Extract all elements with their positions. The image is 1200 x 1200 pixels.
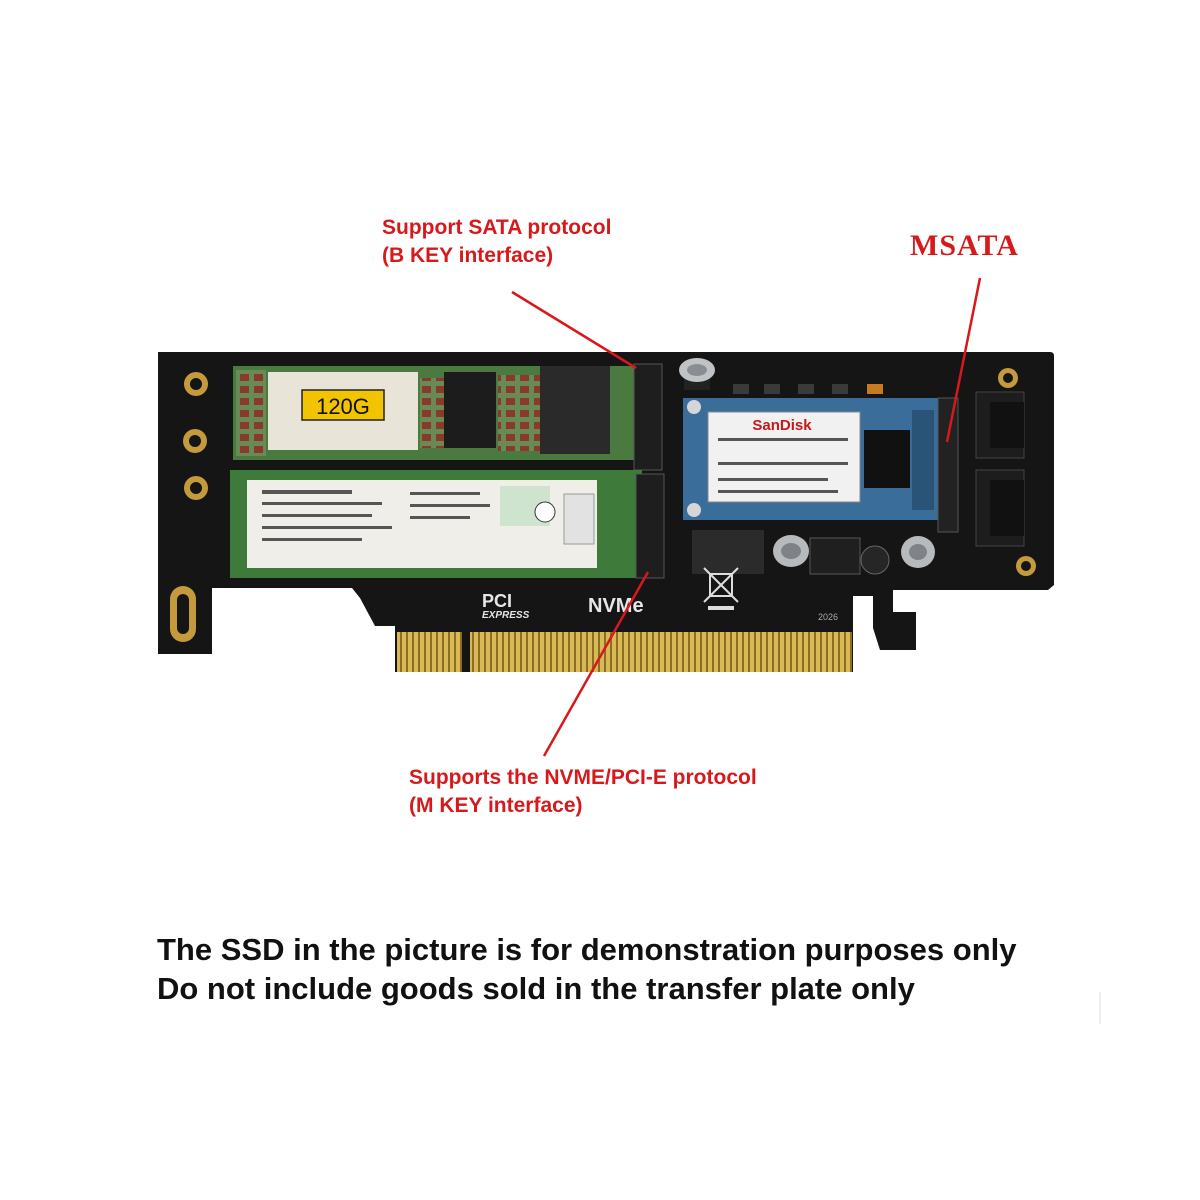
gold-fingers <box>397 632 852 672</box>
board-code: 2026 <box>818 612 838 622</box>
mounting-holes <box>170 368 1036 642</box>
capacitor <box>679 358 715 390</box>
capacitor-pads <box>733 384 883 394</box>
weee-recycle-icon <box>703 567 739 610</box>
nvme-annotation-arrow <box>542 571 650 757</box>
gold-finger-notch <box>462 630 470 672</box>
sata-annotation-arrow <box>511 290 637 370</box>
m2-nvme-ssd <box>230 470 642 578</box>
msata-slot <box>937 397 959 533</box>
msata-annotation-arrow <box>945 277 982 443</box>
msata-ssd: SanDisk <box>683 398 938 520</box>
nvme-annotation-line1: Supports the NVME/PCI-E protocol <box>409 766 757 789</box>
sata-annotation-line2: (B KEY interface) <box>382 244 554 267</box>
m2-sata-ssd: 120G <box>233 366 641 460</box>
pci-express-logo-top: PCI <box>482 591 512 611</box>
nvme-protocol-annotation: Supports the NVME/PCI-E protocol (M KEY … <box>409 764 757 820</box>
m2-b-key-slot <box>633 363 663 471</box>
sata-connectors <box>975 391 1025 547</box>
ssd-capacity-label: 120G <box>316 394 370 419</box>
pci-express-logo-bottom: EXPRESS <box>482 610 530 621</box>
nvme-board-label: NVMe <box>588 595 644 617</box>
msata-annotation: MSATA <box>910 229 1019 262</box>
power-components <box>692 530 935 575</box>
sata-annotation-line1: Support SATA protocol <box>382 216 612 239</box>
m2-m-key-slot <box>635 473 665 579</box>
sata-protocol-annotation: Support SATA protocol (B KEY interface) <box>382 214 611 270</box>
demonstration-notice: The SSD in the picture is for demonstrat… <box>157 932 1017 967</box>
msata-brand-label: SanDisk <box>752 417 812 434</box>
nvme-annotation-line2: (M KEY interface) <box>409 794 583 817</box>
goods-included-notice: Do not include goods sold in the transfe… <box>157 971 915 1006</box>
